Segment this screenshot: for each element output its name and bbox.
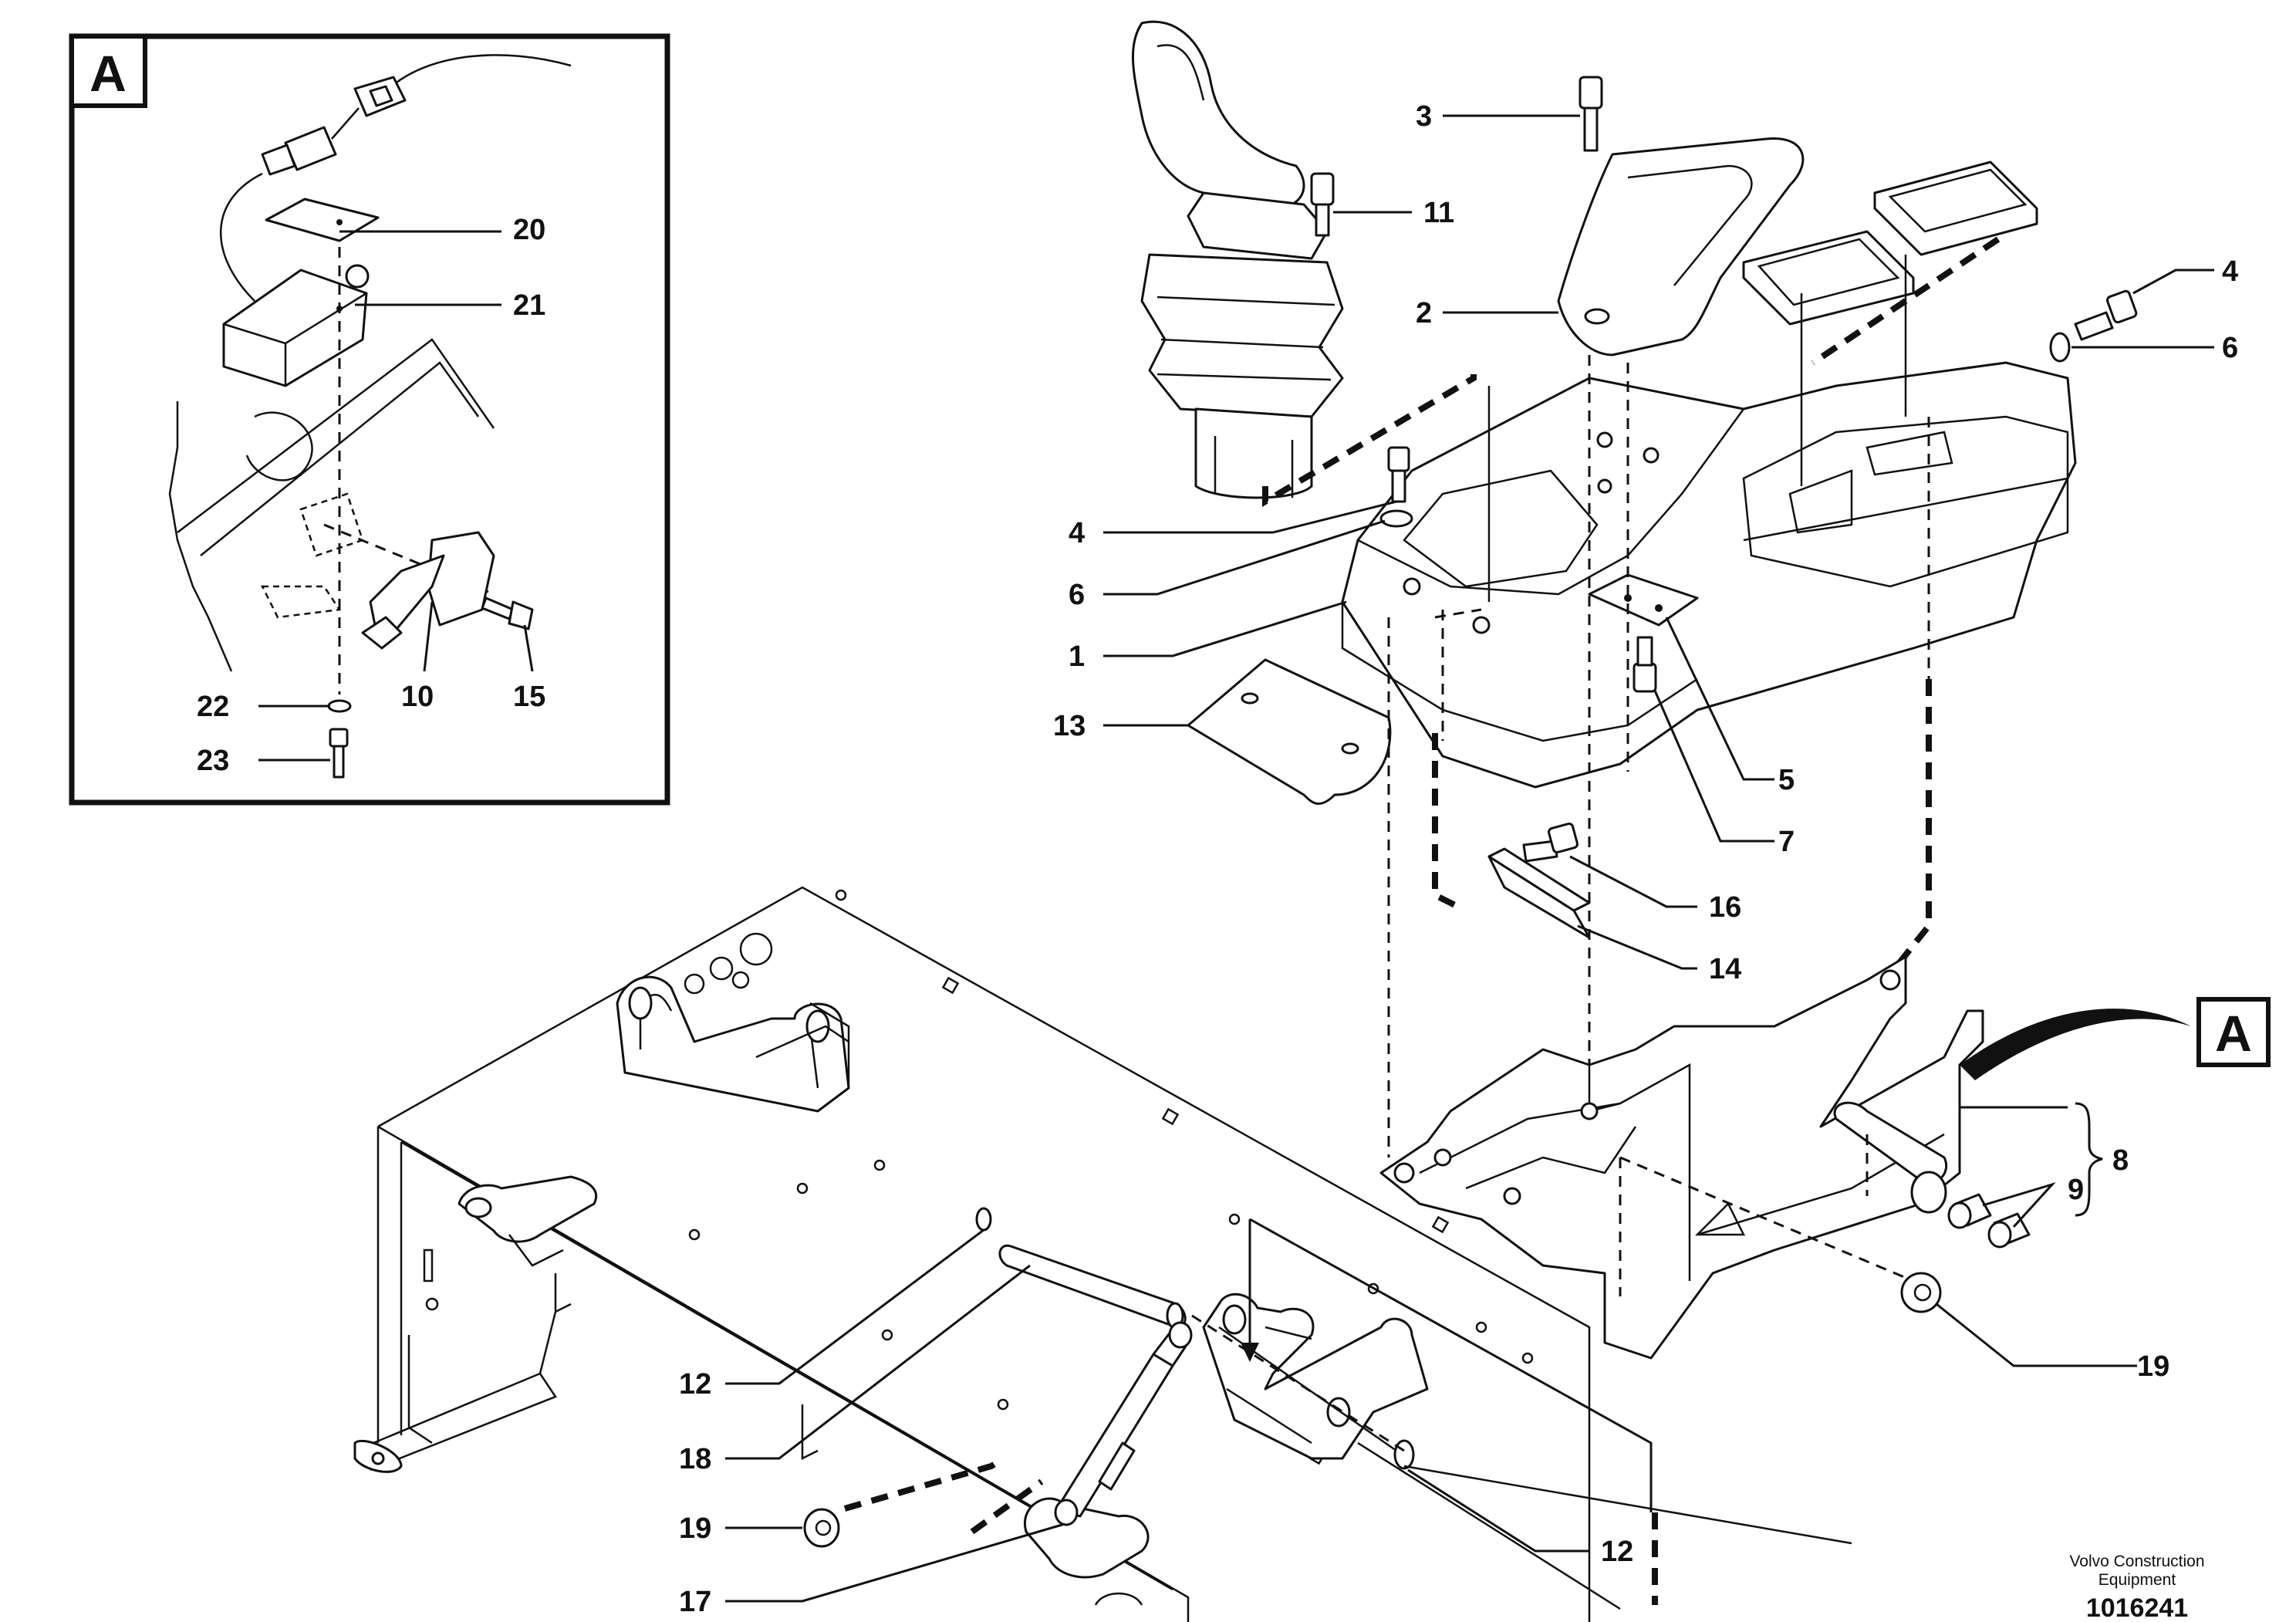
bolt-7: [1633, 636, 1657, 693]
bolt-16: [1522, 823, 1578, 863]
plate-5: [1588, 573, 1699, 627]
gas-strut-17: [1054, 1321, 1193, 1526]
pad-13: [1187, 658, 1392, 805]
cover-2: [1557, 137, 1805, 357]
washer-6-left: [1379, 509, 1413, 528]
label-9: 9: [2068, 1174, 2084, 1206]
label-4-right: 4: [2222, 255, 2238, 288]
washer-22: [327, 699, 352, 713]
label-10: 10: [401, 681, 434, 713]
ring-12-bottom: [1393, 1439, 1415, 1470]
label-19-right: 19: [2137, 1350, 2169, 1383]
label-20: 20: [513, 214, 545, 246]
switch-panel-large: [1873, 161, 2038, 256]
detail-a-inset: A: [69, 33, 670, 806]
label-15: 15: [513, 681, 545, 713]
label-4-left: 4: [1069, 517, 1085, 549]
bolt-4-left: [1387, 446, 1410, 503]
label-21: 21: [513, 289, 545, 322]
maker-line-2: Equipment: [2098, 1571, 2176, 1589]
label-3: 3: [1416, 100, 1432, 133]
maker-line-1: Volvo Construction: [2069, 1553, 2204, 1570]
label-8: 8: [2112, 1144, 2129, 1177]
detail-letter: A: [89, 45, 127, 102]
label-17: 17: [679, 1586, 711, 1618]
bracket-10: [361, 531, 495, 650]
label-11: 11: [1423, 197, 1454, 229]
nut-19-left: [803, 1508, 840, 1548]
label-13: 13: [1053, 710, 1086, 742]
label-12-right: 12: [1601, 1536, 1633, 1568]
washer-6-right: [2049, 332, 2071, 363]
console-housing-1: [1341, 361, 2077, 789]
mounting-bracket-8: [1379, 955, 1984, 1360]
pin-18: [998, 1244, 1187, 1330]
label-16: 16: [1709, 891, 1741, 924]
label-2: 2: [1416, 297, 1432, 329]
bolt-15: [481, 596, 534, 630]
bolt-11: [1310, 172, 1335, 237]
label-18: 18: [679, 1443, 711, 1475]
label-23: 23: [197, 745, 229, 777]
chassis-frame: [353, 886, 1591, 1622]
switch-panel-small: [1742, 230, 1915, 326]
electrical-connector: [261, 76, 407, 176]
bushings-9: [1910, 1171, 2031, 1249]
detail-a-callout: A: [2196, 997, 2271, 1067]
label-6-right: 6: [2222, 332, 2238, 364]
bolt-23: [329, 728, 349, 779]
label-22: 22: [197, 691, 229, 723]
joystick-lever: [1131, 20, 1344, 499]
ring-12-top: [975, 1207, 992, 1232]
label-7: 7: [1778, 826, 1795, 858]
label-1: 1: [1069, 640, 1085, 673]
label-19-left: 19: [679, 1512, 711, 1545]
label-5: 5: [1778, 764, 1795, 796]
sensor-block-21: [222, 264, 370, 387]
detail-callout-letter: A: [2215, 1005, 2252, 1062]
label-6-left: 6: [1069, 579, 1085, 611]
label-14: 14: [1709, 953, 1741, 985]
plate-14: [1487, 847, 1591, 939]
nut-19-right: [1900, 1272, 1942, 1313]
bolt-3: [1578, 76, 1603, 152]
bolt-4-right: [2074, 289, 2138, 341]
drawing-number: 1016241: [2086, 1593, 2188, 1622]
label-12-left: 12: [679, 1368, 711, 1401]
